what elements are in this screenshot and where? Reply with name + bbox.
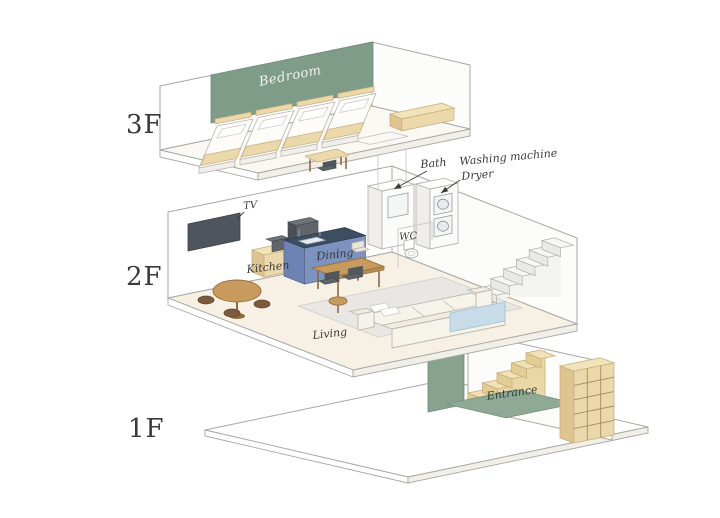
sink [297, 236, 327, 245]
label-1f: 1F [128, 414, 165, 444]
bed [239, 103, 295, 166]
bathroom-unit [366, 178, 416, 250]
sofa [348, 286, 507, 349]
floor-3f [159, 41, 471, 190]
label-tv: TV [242, 199, 258, 212]
washer-dryer-tower [414, 177, 460, 250]
side-table [328, 296, 348, 313]
dresser-3f [388, 102, 456, 132]
bed [280, 94, 336, 157]
dryer-leader-line [440, 179, 461, 194]
shoe-cabinet [558, 357, 616, 444]
label-wc: WC [398, 230, 418, 243]
tv-leader-line [236, 211, 245, 220]
label-3f: 3F [126, 110, 163, 140]
desk-and-chair-3f [304, 148, 350, 172]
floor-1f [204, 331, 649, 484]
bath-arrow [393, 170, 428, 190]
toilet-tank [403, 238, 415, 251]
label-2f: 2F [126, 262, 163, 292]
bed [198, 111, 254, 174]
label-bath: Bath [419, 155, 448, 171]
label-living: Living [311, 325, 348, 342]
entrance-area [427, 331, 616, 444]
stairs-2f [476, 237, 575, 305]
wc-area [397, 221, 433, 268]
tv-screen [187, 212, 241, 252]
bathtub [387, 192, 409, 219]
sofa-blanket [449, 301, 506, 333]
bed [321, 86, 377, 149]
round-table [212, 279, 262, 303]
floor-2f [166, 165, 579, 378]
dining-set [310, 240, 386, 297]
label-dryer: Dryer [460, 167, 494, 183]
breakfast-table-set [197, 279, 271, 319]
annotations [236, 170, 461, 220]
toilet-bowl [404, 248, 419, 259]
